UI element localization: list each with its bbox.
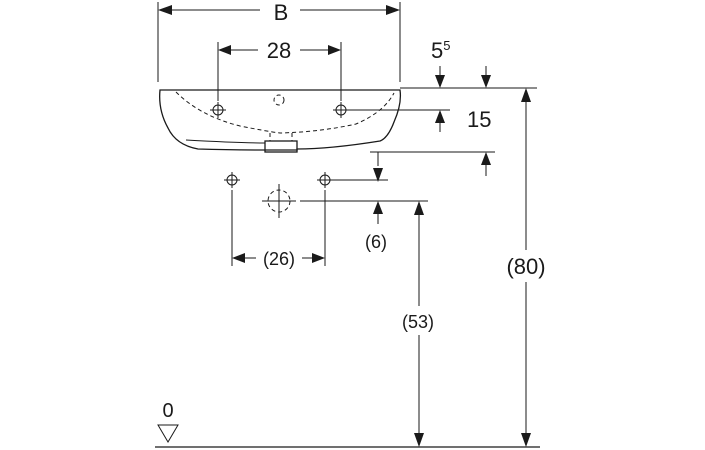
width-dimension: B [157, 0, 401, 82]
tap-hole-left [210, 102, 226, 118]
overflow-hole [273, 94, 285, 106]
fixing-spacing-dimension: (26) [231, 190, 326, 269]
waste-offset-dimension: (6) [365, 201, 387, 252]
rim-thickness-dimension: 55 [400, 38, 500, 89]
floor-level-label: 0 [162, 400, 173, 422]
fixing-point-left [224, 172, 240, 188]
waste-height-label: (53) [402, 312, 434, 332]
floor-level: 0 [155, 400, 540, 448]
basin-bottom-dimension [370, 151, 495, 182]
washbasin [159, 89, 402, 153]
rim-thickness-label: 55 [431, 38, 450, 63]
tap-hole-spacing-dimension: 28 [217, 38, 342, 101]
basin-inner-line [175, 91, 395, 134]
floor-level-marker [157, 424, 179, 443]
width-label: B [274, 0, 289, 25]
waste-height-dimension: (53) [402, 201, 434, 447]
fixing-spacing-label: (26) [263, 249, 295, 269]
tap-hole-right [333, 102, 349, 118]
fixing-point-right [317, 172, 333, 188]
waste-offset-label: (6) [365, 232, 387, 252]
fixing-points [224, 172, 388, 188]
tap-hole-spacing-label: 28 [267, 38, 291, 63]
rim-height-dimension: (80) [402, 87, 546, 447]
basin-lower-edge [185, 139, 266, 144]
waste-outlet-neck [269, 133, 293, 141]
waste-connection [262, 184, 428, 218]
rim-height-label: (80) [506, 254, 545, 279]
overflow-depth-label: 15 [467, 107, 491, 132]
waste-outlet [264, 140, 298, 153]
overflow-depth-dimension: 15 [349, 107, 491, 132]
